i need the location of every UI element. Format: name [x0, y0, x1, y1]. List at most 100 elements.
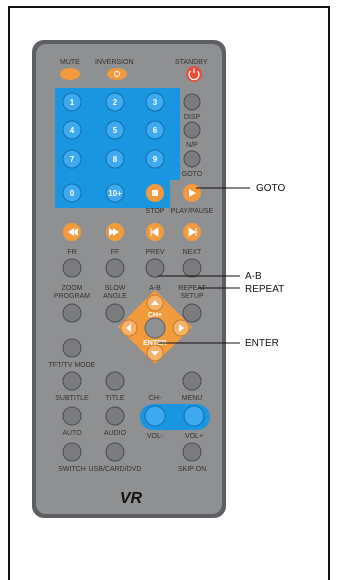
title-button[interactable]	[105, 371, 125, 391]
stop-label: STOP	[146, 208, 165, 215]
left-arrow-icon	[126, 324, 131, 332]
numpad-key-9[interactable]	[145, 149, 165, 169]
ch-down-label: CH-	[149, 395, 162, 402]
ab-callout: A-B	[245, 271, 262, 282]
repeat-callout: REPEAT	[245, 284, 284, 295]
disp-button[interactable]	[183, 121, 201, 139]
skip-on-button[interactable]	[182, 442, 202, 462]
fr-label: FR	[67, 249, 76, 256]
audio-button[interactable]	[105, 406, 125, 426]
numpad-key-7[interactable]	[62, 149, 82, 169]
numpad-key-10plus-label: 10+	[108, 189, 122, 198]
enter-callout: ENTER	[245, 338, 279, 349]
numpad-key-4-label: 4	[70, 126, 75, 135]
tft-tv-mode-button[interactable]	[62, 338, 82, 358]
vol-down-button[interactable]	[144, 405, 166, 427]
zoom-button[interactable]	[62, 258, 82, 278]
menu-button[interactable]	[182, 371, 202, 391]
numpad-key-5-label: 5	[113, 126, 118, 135]
auto-button[interactable]	[62, 406, 82, 426]
audio-label: AUDIO	[104, 430, 127, 437]
numpad-key-1-label: 1	[70, 98, 75, 107]
title-label: TITLE	[105, 395, 124, 402]
slow-label: SLOW	[105, 285, 126, 292]
zoom-label: ZOOM	[62, 285, 83, 292]
ch-up-label: CH+	[148, 312, 162, 319]
numpad-key-6[interactable]	[145, 120, 165, 140]
enter-label: ENTER	[143, 340, 167, 347]
numpad-key-3-label: 3	[153, 98, 158, 107]
right-arrow-icon	[179, 324, 184, 332]
stop-icon	[152, 190, 158, 196]
program-label: PROGRAM	[54, 293, 90, 300]
repeat-label: REPEAT	[178, 285, 206, 292]
play-pause-icon	[189, 189, 196, 197]
numpad-key-2[interactable]	[105, 92, 125, 112]
standby-label: STANDBY	[175, 59, 208, 66]
tft-tv-mode-label: TFT/TV MODE	[49, 362, 96, 369]
np-button[interactable]	[183, 150, 201, 168]
fast-forward-icon	[109, 228, 119, 236]
angle-label: ANGLE	[103, 293, 127, 300]
usb-card-dvd-button[interactable]	[105, 442, 125, 462]
usb-card-dvd-label: USB/CARD/DVD	[89, 466, 142, 473]
rewind-icon	[68, 228, 78, 236]
numpad-key-10plus[interactable]	[105, 183, 125, 203]
prev-icon	[150, 227, 159, 237]
auto-label: AUTO	[62, 430, 82, 437]
repeat-button[interactable]	[182, 258, 202, 278]
numpad-panel	[55, 88, 180, 208]
numpad-key-4[interactable]	[62, 120, 82, 140]
goto-callout: GOTO	[256, 183, 285, 194]
numpad-key-0-label: 0	[70, 189, 75, 198]
brand-logo: VR	[120, 490, 143, 507]
subtitle-button[interactable]	[62, 371, 82, 391]
side-button-top[interactable]	[183, 93, 201, 111]
play-pause-label: PLAY/PAUSE	[171, 208, 214, 215]
setup-label: SETUP	[180, 293, 204, 300]
down-arrow-icon	[151, 351, 159, 356]
next-icon	[188, 227, 197, 237]
angle-button[interactable]	[105, 303, 125, 323]
setup-button[interactable]	[182, 303, 202, 323]
disp-label: DISP	[184, 114, 201, 121]
switch-button[interactable]	[62, 442, 82, 462]
ff-label: FF	[111, 249, 120, 256]
inversion-label: INVERSION	[95, 59, 134, 66]
figure-frame	[8, 6, 330, 580]
switch-label: SWITCH	[58, 466, 86, 473]
subtitle-label: SUBTITLE	[55, 395, 89, 402]
numpad-key-0[interactable]	[62, 183, 82, 203]
ab-label: A-B	[149, 285, 161, 292]
numpad-key-1[interactable]	[62, 92, 82, 112]
power-icon	[188, 68, 200, 81]
numpad-key-6-label: 6	[153, 126, 158, 135]
goto-label: GOTO	[182, 171, 203, 178]
inversion-button[interactable]	[107, 68, 127, 80]
up-arrow-icon	[151, 300, 159, 305]
vol-up-button[interactable]	[183, 405, 205, 427]
vol-down-label: VOL-	[147, 433, 164, 440]
program-button[interactable]	[62, 303, 82, 323]
numpad-key-7-label: 7	[70, 155, 75, 164]
vol-up-label: VOL+	[185, 433, 203, 440]
menu-label: MENU	[182, 395, 203, 402]
skip-on-label: SKIP ON	[178, 466, 206, 473]
next-label: NEXT	[183, 249, 202, 256]
numpad-key-9-label: 9	[153, 155, 158, 164]
numpad: 1 2 3 4 5 6 7 8 9 0 10+	[62, 92, 165, 203]
enter-button[interactable]	[144, 317, 166, 339]
numpad-key-2-label: 2	[113, 98, 118, 107]
numpad-key-5[interactable]	[105, 120, 125, 140]
mute-button[interactable]	[60, 68, 80, 80]
np-label: N/P	[186, 142, 198, 149]
numpad-key-8-label: 8	[113, 155, 118, 164]
numpad-key-8[interactable]	[105, 149, 125, 169]
ab-button[interactable]	[145, 258, 165, 278]
mute-label: MUTE	[60, 59, 80, 66]
inversion-icon	[114, 71, 120, 77]
prev-label: PREV	[145, 249, 164, 256]
numpad-key-3[interactable]	[145, 92, 165, 112]
slow-button[interactable]	[105, 258, 125, 278]
